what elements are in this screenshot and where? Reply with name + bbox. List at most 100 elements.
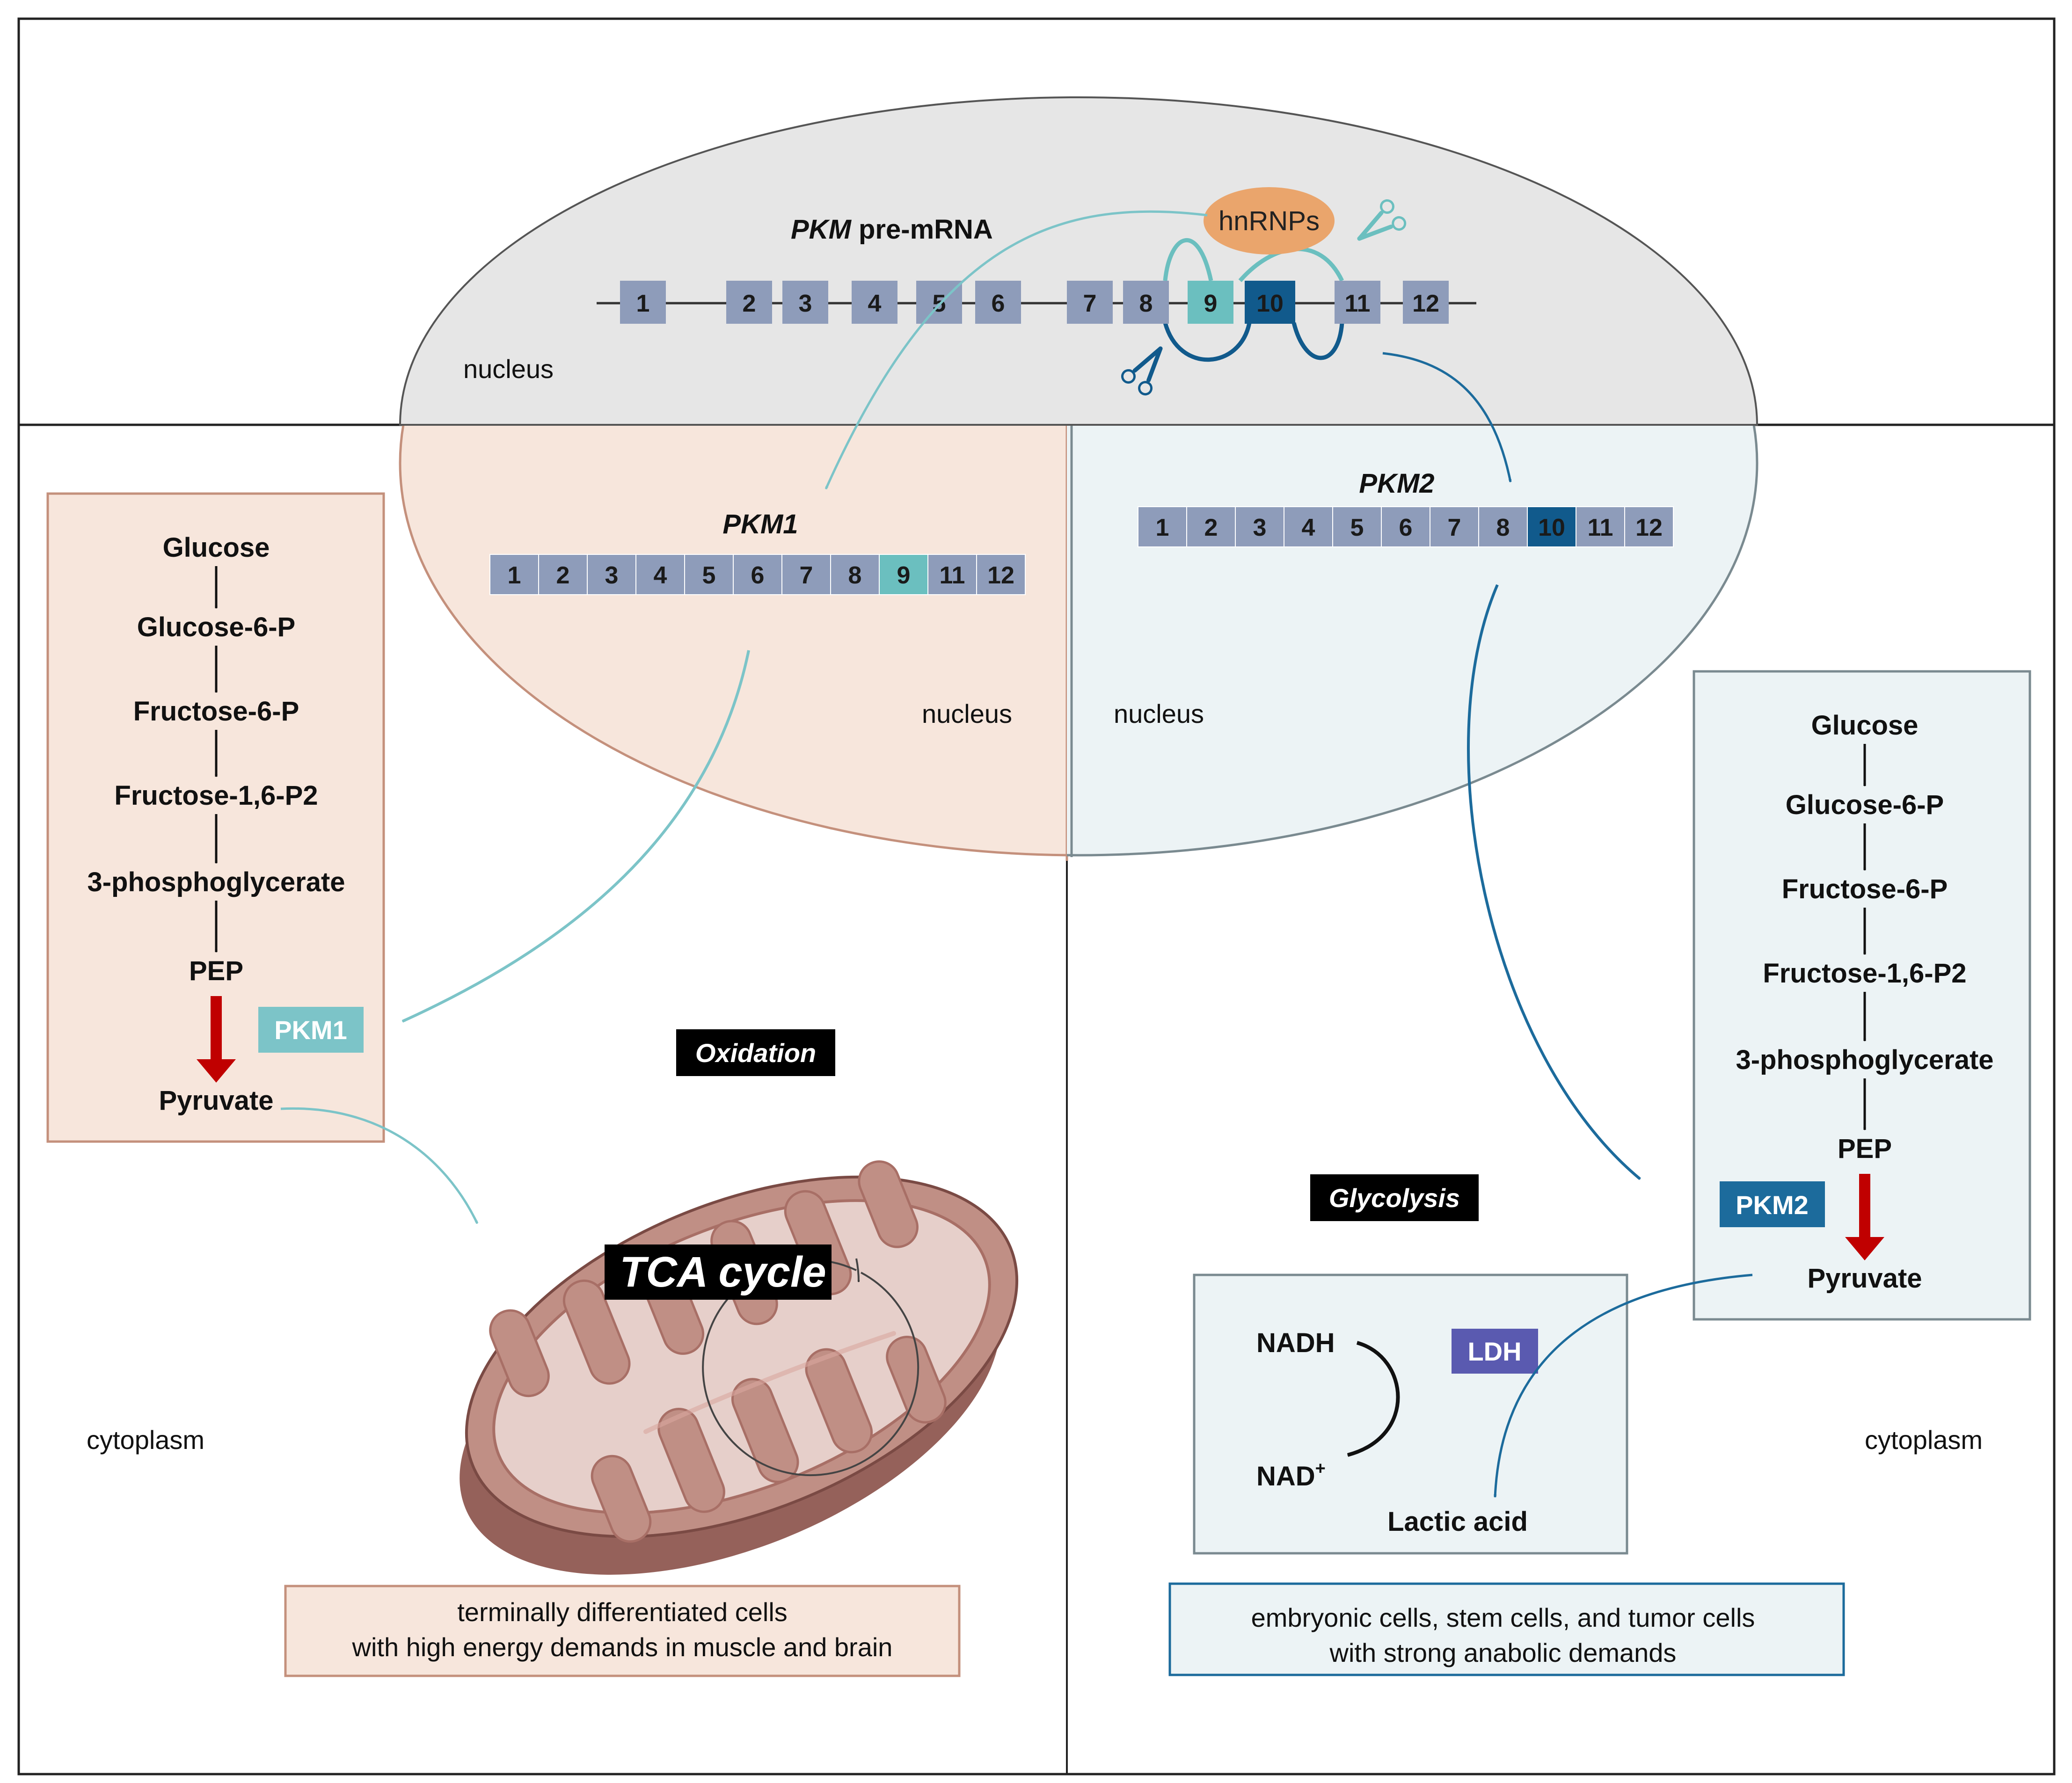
scissors-blue-icon <box>1121 346 1163 396</box>
pkm1-pathway: GlucoseGlucose-6-PFructose-6-PFructose-1… <box>87 532 345 1116</box>
pkm1-pk-step-arrow <box>211 996 222 1060</box>
pkm1-arrow-from-transcript <box>401 650 750 1023</box>
pkm2-pathway-step: Pyruvate <box>1807 1263 1922 1294</box>
pkm1-exon-label: 9 <box>897 562 911 589</box>
pkm1-exon-label: 6 <box>751 562 765 589</box>
top-nucleus-label: nucleus <box>463 354 554 384</box>
pkm2-exon-label: 10 <box>1538 514 1565 541</box>
pkm2-nucleus-label: nucleus <box>1114 699 1204 728</box>
nad-label: NAD+ <box>1256 1459 1326 1492</box>
pkm1-note-line1: terminally differentiated cells <box>457 1597 788 1627</box>
pyruvate-to-mito-arrow <box>280 1107 479 1224</box>
arrow-to-pkm1 <box>824 210 1208 490</box>
pkm2-pk-step-arrowhead <box>1845 1237 1884 1260</box>
pkm2-enzyme-label: PKM2 <box>1736 1190 1809 1220</box>
nadh-label: NADH <box>1256 1328 1335 1358</box>
pkm2-pathway-step: 3-phosphoglycerate <box>1736 1045 1993 1075</box>
pre-mrna-exon-label: 12 <box>1412 290 1439 317</box>
pkm2-exon-7 <box>1430 506 1479 547</box>
pre-mrna-exon-11 <box>1335 281 1380 324</box>
tca-cycle-tag <box>605 1244 832 1300</box>
pkm1-exon-label: 1 <box>508 562 521 589</box>
pre-mrna-exon-8 <box>1123 281 1169 324</box>
pkm1-exon-1 <box>489 554 539 595</box>
pkm2-pathway-step: Glucose-6-P <box>1786 790 1944 820</box>
pre-mrna-exon-label: 6 <box>992 290 1005 317</box>
pre-mrna-exon-label: 4 <box>868 290 882 317</box>
pkm2-exon-11 <box>1576 506 1625 547</box>
pre-mrna-title: PKM pre-mRNA <box>791 214 993 245</box>
pre-mrna-exon-label: 3 <box>799 290 812 317</box>
pre-mrna-exon-label: 7 <box>1083 290 1097 317</box>
pkm2-pathway-step: Glucose <box>1811 710 1919 741</box>
nadh-to-nad-arrow <box>1347 1341 1400 1457</box>
ldh-enzyme-label: LDH <box>1467 1337 1521 1366</box>
pkm1-exon-6 <box>733 554 782 595</box>
pkm1-exon-8 <box>830 554 880 595</box>
pkm1-nucleus-region <box>399 425 1067 857</box>
pkm1-pathway-step: PEP <box>189 956 243 986</box>
pyruvate-to-lactic-arrow <box>1493 1274 1753 1498</box>
right-cytoplasm-label: cytoplasm <box>1865 1425 1983 1455</box>
oxidation-tag <box>676 1029 835 1076</box>
pkm2-title: PKM2 <box>1359 468 1434 499</box>
pkm1-exon-label: 8 <box>848 562 862 589</box>
pkm2-exon-10 <box>1527 506 1576 547</box>
pkm1-enzyme-label: PKM1 <box>274 1015 347 1045</box>
pre-mrna-exon-2 <box>726 281 772 324</box>
pkm1-title: PKM1 <box>722 509 798 539</box>
tca-cycle-arrowhead <box>855 1258 860 1282</box>
pkm1-exon-12 <box>976 554 1026 595</box>
pkm1-exon-label: 7 <box>800 562 813 589</box>
pre-mrna-exon-10 <box>1245 281 1295 324</box>
mitochondrion <box>460 1160 1018 1575</box>
pre-mrna-exon-3 <box>782 281 828 324</box>
pkm1-exon-3 <box>587 554 636 595</box>
pkm2-exon-label: 3 <box>1253 514 1267 541</box>
ldh-reaction-box <box>1193 1274 1628 1555</box>
pkm2-note-line2: with strong anabolic demands <box>1329 1638 1677 1667</box>
pkm1-exon-label: 2 <box>556 562 570 589</box>
outer-frame <box>17 17 2056 1776</box>
glycolysis-tag <box>1310 1174 1479 1221</box>
pkm2-exon-label: 2 <box>1204 514 1218 541</box>
pkm2-exon-label: 11 <box>1588 514 1613 541</box>
pkm2-pathway-step: Fructose-6-P <box>1782 874 1948 904</box>
pkm2-pathway: GlucoseGlucose-6-PFructose-6-PFructose-1… <box>1736 710 1993 1294</box>
pkm1-exon-4 <box>635 554 685 595</box>
pkm2-pathway-step: PEP <box>1838 1134 1892 1164</box>
hnrnps-label: hnRNPs <box>1218 206 1320 236</box>
pkm1-exon-label: 3 <box>605 562 619 589</box>
pkm2-exon-label: 5 <box>1350 514 1364 541</box>
splice-loop-pkm2-a <box>1163 322 1252 362</box>
pkm2-exon-label: 8 <box>1496 514 1510 541</box>
pkm2-exon-6 <box>1381 506 1430 547</box>
ldh-enzyme-box <box>1452 1329 1538 1374</box>
pkm1-exon-2 <box>538 554 588 595</box>
pkm2-note-box <box>1168 1582 1845 1676</box>
pkm1-pathway-step: Glucose <box>163 532 270 563</box>
pkm2-note-line1: embryonic cells, stem cells, and tumor c… <box>1251 1603 1755 1632</box>
pkm2-exon-label: 1 <box>1156 514 1169 541</box>
pkm2-pk-step-arrow <box>1859 1174 1870 1238</box>
top-nucleus <box>399 96 1758 426</box>
lactic-acid-label: Lactic acid <box>1387 1506 1528 1537</box>
splice-loop-pkm1-a <box>1163 238 1213 281</box>
arrow-to-pkm2 <box>1382 352 1512 483</box>
pkm1-pathway-step: Pyruvate <box>159 1085 273 1116</box>
pre-mrna-exon-1 <box>620 281 666 324</box>
pkm2-exon-label: 6 <box>1399 514 1413 541</box>
pkm2-exon-12 <box>1624 506 1674 547</box>
pkm1-pathway-step: Glucose-6-P <box>137 612 295 642</box>
pkm1-note-box <box>284 1585 961 1677</box>
pre-mrna-exon-12 <box>1403 281 1449 324</box>
pkm1-exon-label: 4 <box>654 562 667 589</box>
pre-mrna-exon-4 <box>852 281 897 324</box>
pre-mrna-exon-6 <box>975 281 1021 324</box>
pre-mrna-exon-label: 10 <box>1256 290 1284 317</box>
pkm1-exon-label: 11 <box>940 562 965 589</box>
